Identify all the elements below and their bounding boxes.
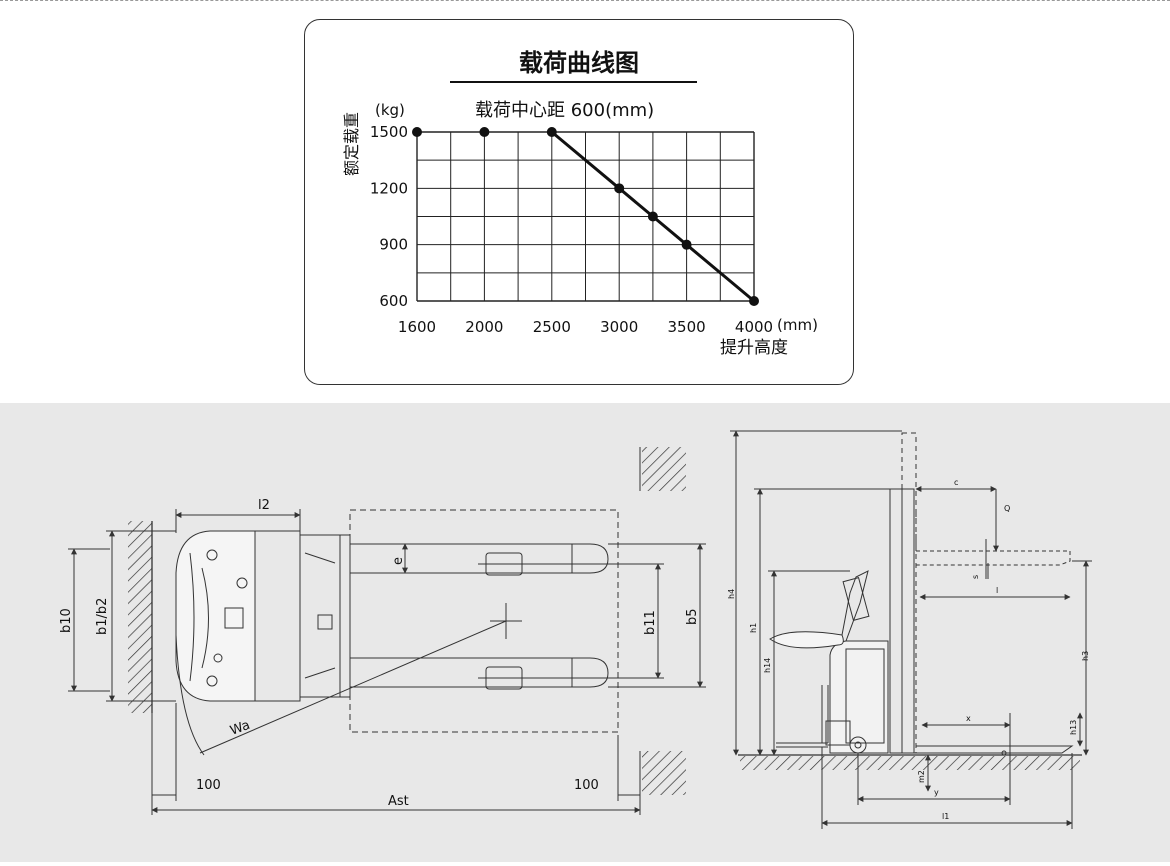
label-l1: l1 — [942, 812, 949, 821]
x-axis-unit: (mm) — [777, 316, 818, 334]
x-tick-label: 1600 — [398, 318, 436, 336]
label-wa: Wa — [228, 718, 252, 739]
label-e: e — [391, 557, 406, 565]
label-100-left: 100 — [196, 778, 221, 793]
label-h13: h13 — [1069, 720, 1078, 735]
technical-drawing-panel: l2 b10 b1/b2 e b11 b5 Wa 100 100 Ast — [0, 403, 1170, 862]
label-b11: b11 — [643, 610, 658, 635]
label-h4: h4 — [727, 589, 736, 599]
x-tick-label: 3500 — [668, 318, 706, 336]
label-b1b2: b1/b2 — [95, 598, 110, 635]
data-point — [412, 127, 422, 137]
label-b10: b10 — [59, 608, 74, 633]
label-ast: Ast — [388, 794, 409, 809]
data-point — [479, 127, 490, 137]
fork-upper — [350, 543, 609, 574]
truck-body-side — [829, 640, 889, 754]
label-y: y — [934, 788, 939, 797]
label-x: x — [966, 714, 971, 723]
y-tick-label: 1500 — [370, 123, 408, 141]
fork-lower — [350, 657, 609, 688]
chart-tick-labels: 1600 2000 2500 3000 3500 4000 1500 1200 900 600 — [370, 123, 773, 336]
label-b5: b5 — [685, 608, 700, 625]
x-axis-label: 提升高度 — [720, 338, 788, 358]
label-100-right: 100 — [574, 778, 599, 793]
chart-subtitle: 载荷中心距 600(mm) — [475, 100, 654, 121]
label-h1: h1 — [749, 623, 758, 633]
data-point — [647, 211, 658, 222]
data-point — [614, 183, 625, 194]
top-view-labels: l2 b10 b1/b2 e b11 b5 Wa 100 100 Ast — [59, 498, 700, 809]
truck-body-top — [255, 530, 301, 702]
label-l2: l2 — [258, 498, 270, 513]
y-axis-label: 额定载重 — [342, 112, 361, 176]
wall-hatch-left — [128, 521, 152, 713]
load-curve-chart: 载荷曲线图 载荷中心距 600(mm) (kg) 额定载重 (mm) 提升高度 … — [342, 49, 818, 358]
y-tick-label: 900 — [379, 236, 408, 254]
side-view — [730, 430, 1092, 829]
top-view — [68, 447, 706, 815]
x-tick-label: 2000 — [465, 318, 503, 336]
x-tick-label: 2500 — [533, 318, 571, 336]
y-tick-label: 600 — [379, 292, 408, 310]
chart-title: 载荷曲线图 — [519, 49, 639, 77]
pallet-outline — [349, 509, 619, 733]
top-border-line — [0, 0, 1170, 1]
label-q: Q — [1004, 504, 1010, 513]
ground-hatch — [740, 756, 1080, 770]
forklift-dimension-drawing: l2 b10 b1/b2 e b11 b5 Wa 100 100 Ast — [59, 430, 1092, 829]
y-tick-label: 1200 — [370, 179, 408, 197]
label-h3: h3 — [1081, 651, 1090, 661]
x-tick-label: 4000 — [735, 318, 773, 336]
chart-series — [412, 127, 759, 306]
data-point — [749, 296, 759, 306]
load-chart-card: 载荷曲线图 载荷中心距 600(mm) (kg) 额定载重 (mm) 提升高度 … — [304, 19, 854, 385]
wall-hatch-top-right — [642, 447, 686, 491]
label-s: s — [971, 575, 980, 579]
label-h14: h14 — [763, 658, 772, 673]
wall-hatch-bottom-right — [642, 751, 686, 795]
data-point — [546, 127, 557, 137]
label-m2: m2 — [917, 770, 926, 783]
chart-grid — [416, 131, 755, 302]
data-point — [681, 239, 692, 250]
x-tick-label: 3000 — [600, 318, 638, 336]
y-axis-unit: (kg) — [375, 101, 405, 119]
label-c: c — [954, 478, 958, 487]
label-l: l — [996, 586, 998, 595]
side-view-labels: c Q s l h4 h1 h14 h3 h13 x m2 y l1 — [727, 478, 1090, 821]
